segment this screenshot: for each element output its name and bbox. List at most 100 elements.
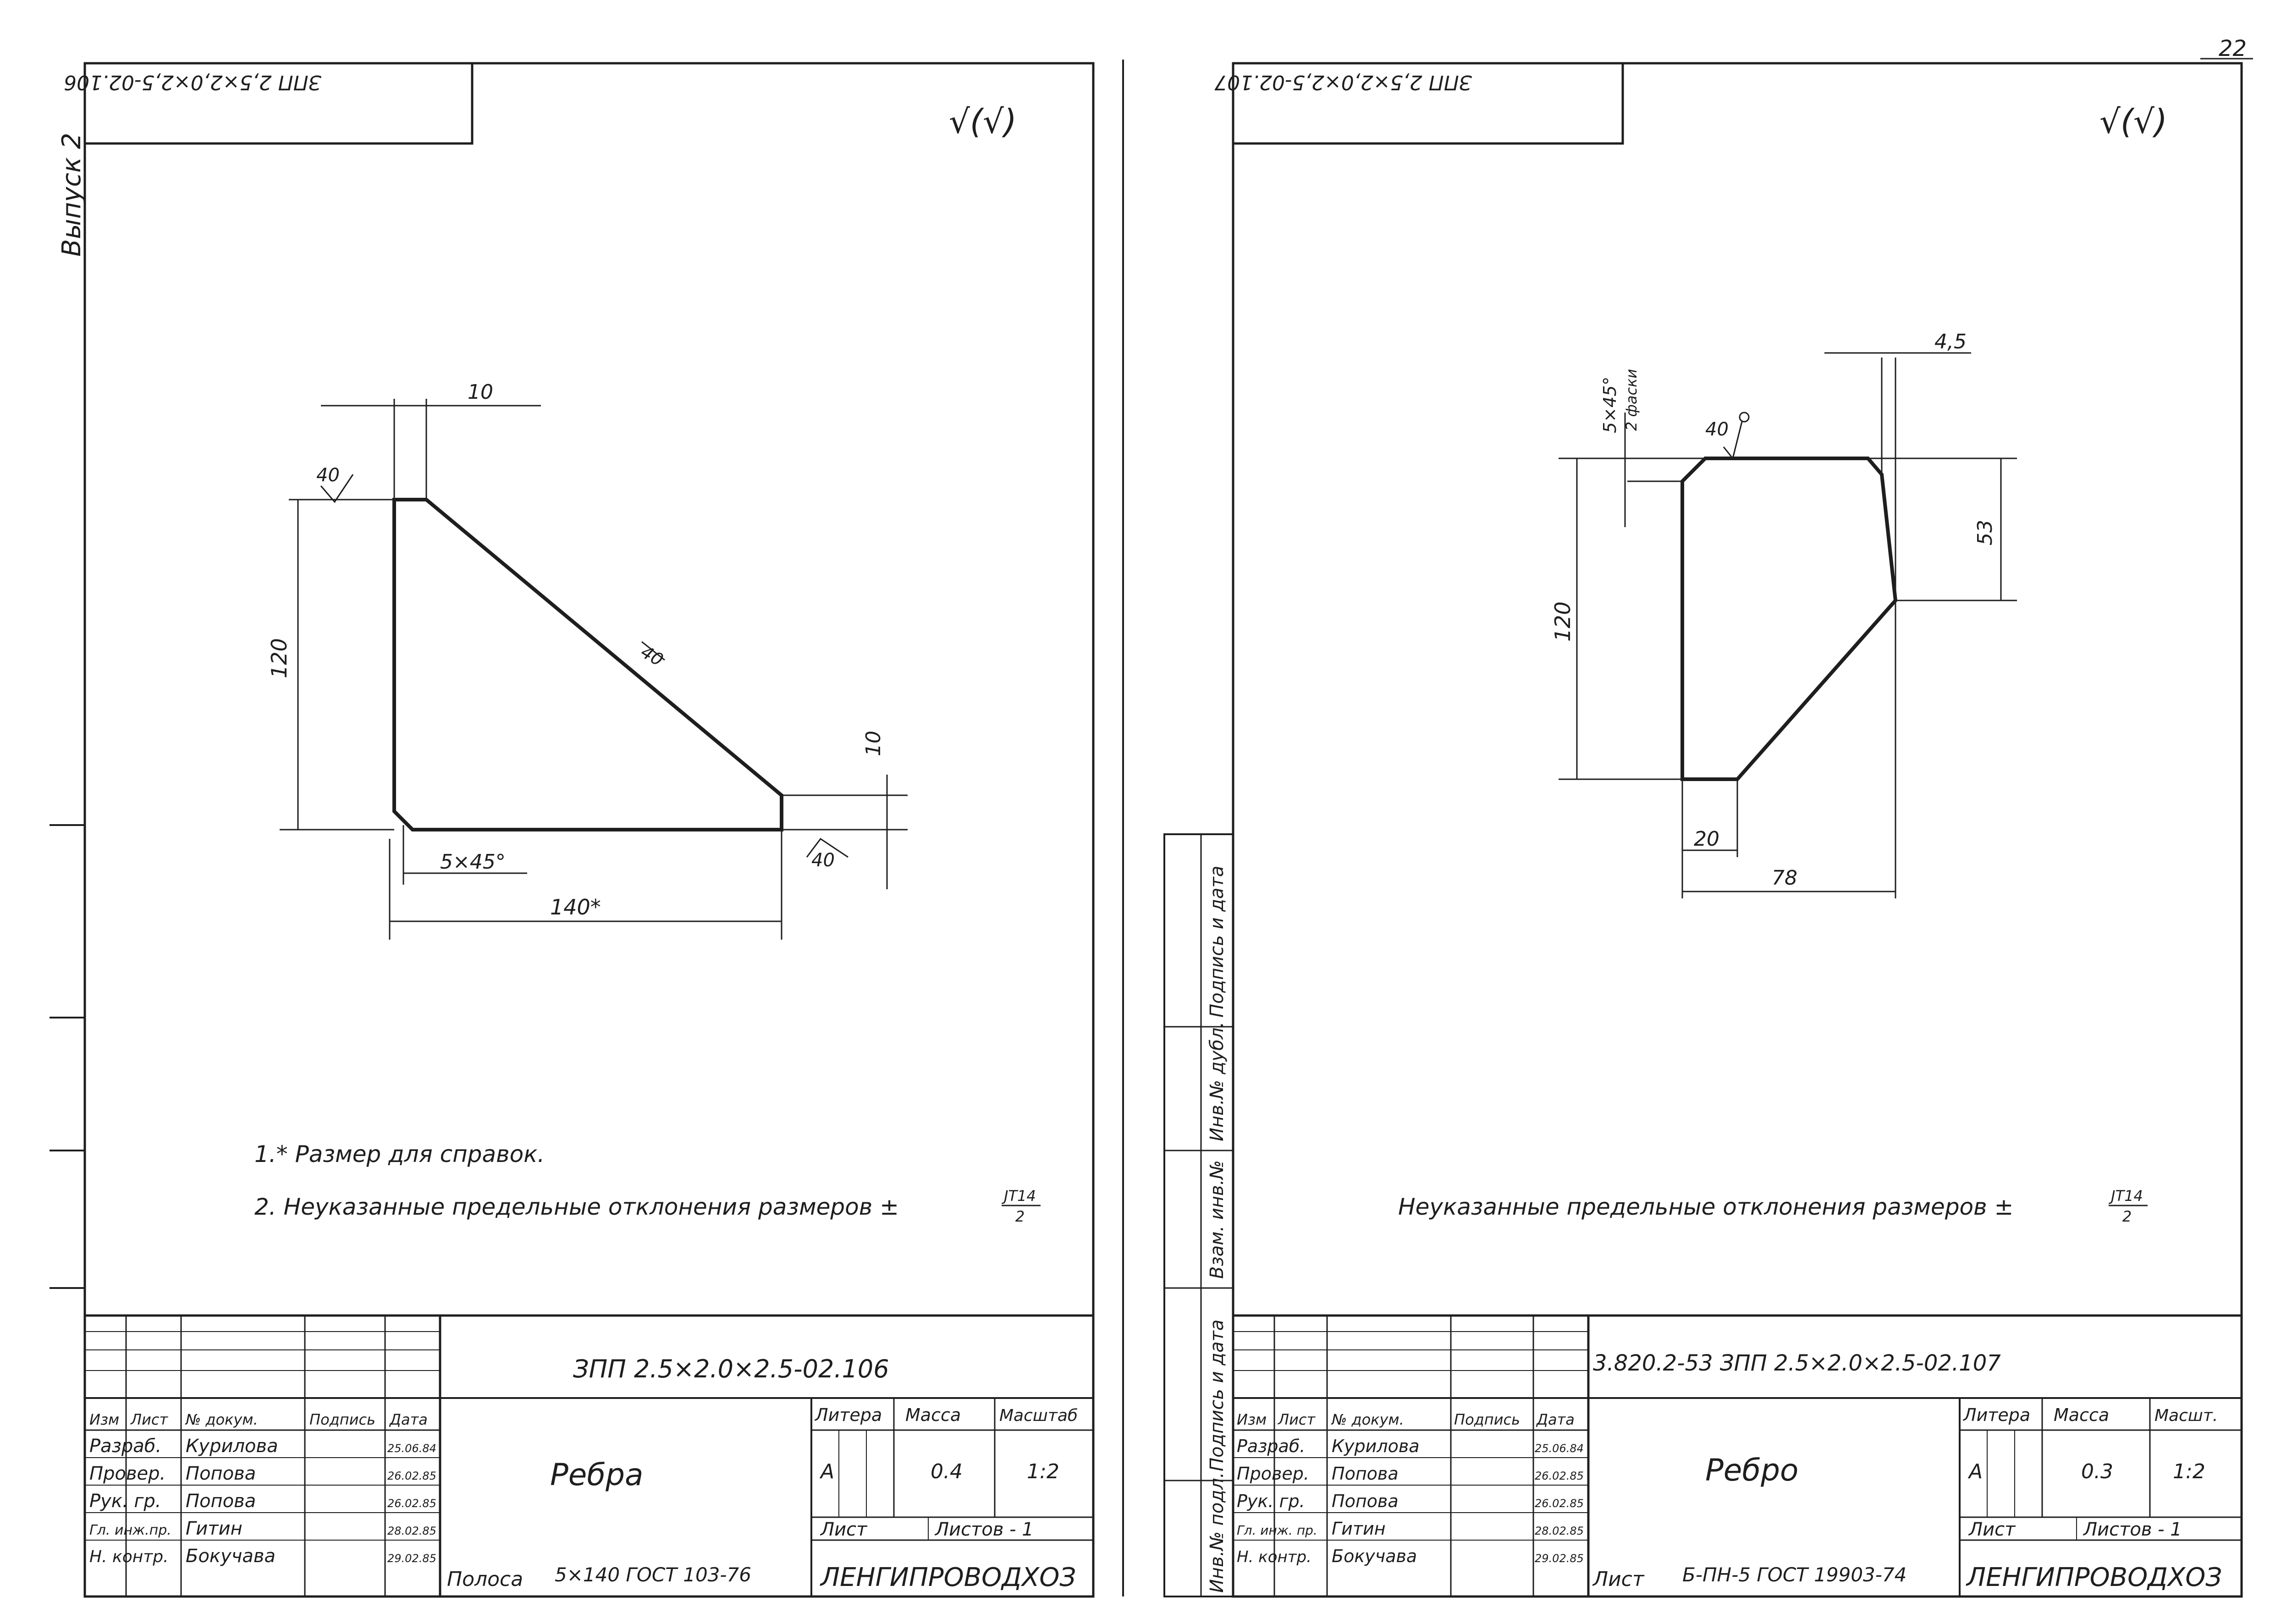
svg-text:А: А	[1967, 1460, 1983, 1483]
svg-text:0.3: 0.3	[2081, 1460, 2113, 1483]
svg-text:Лист: Лист	[130, 1411, 168, 1428]
svg-text:120: 120	[267, 638, 292, 678]
svg-text:4,5: 4,5	[1934, 330, 1967, 353]
svg-text:Дата: Дата	[1536, 1411, 1575, 1428]
svg-text:Курилова: Курилова	[1332, 1436, 1420, 1456]
svg-text:20: 20	[1694, 827, 1719, 851]
svg-text:140*: 140*	[550, 895, 601, 919]
svg-text:Попова: Попова	[186, 1491, 256, 1512]
svg-text:Изм: Изм	[1237, 1411, 1267, 1428]
svg-text:ЛЕНГИПРОВОДХОЗ: ЛЕНГИПРОВОДХОЗ	[820, 1563, 1076, 1592]
right-note: Неуказанные предельные отклонения размер…	[1398, 1194, 2013, 1220]
svg-text:А: А	[819, 1460, 834, 1483]
svg-text:Масштаб: Масштаб	[999, 1406, 1078, 1425]
svg-text:Лист: Лист	[1278, 1411, 1316, 1428]
svg-text:Масшт.: Масшт.	[2154, 1406, 2218, 1425]
svg-text:Листов - 1: Листов - 1	[2083, 1519, 2182, 1540]
svg-text:28.02.85: 28.02.85	[387, 1525, 436, 1537]
svg-text:10: 10	[468, 380, 493, 404]
left-sheet-frame	[83, 62, 1095, 1598]
right-dim-bottom: 20	[1681, 779, 1738, 898]
svg-text:78: 78	[1772, 866, 1797, 890]
svg-text:10: 10	[862, 731, 885, 756]
svg-text:Инв.№ подл.: Инв.№ подл.	[1207, 1472, 1228, 1593]
left-dim-height: 120	[267, 499, 394, 831]
left-sheet: ЗПП 2,5×2,0×2,5-02.106 √(√) 10 120 10	[64, 62, 1095, 1598]
svg-text:40: 40	[811, 850, 835, 871]
svg-text:0.4: 0.4	[931, 1460, 963, 1483]
svg-text:Рук. гр.: Рук. гр.	[89, 1491, 161, 1512]
svg-text:5×45°: 5×45°	[440, 850, 506, 874]
svg-text:Лист: Лист	[1592, 1568, 1645, 1591]
right-top-code: ЗПП 2,5×2,0×2,5-02.107	[1214, 71, 1472, 94]
svg-text:25.06.84: 25.06.84	[1535, 1442, 1584, 1455]
right-surface-mark: √(√)	[2099, 102, 2167, 141]
svg-text:Попова: Попова	[1332, 1464, 1399, 1484]
svg-text:Подпись и дата: Подпись и дата	[1207, 866, 1228, 1018]
left-note-2-tolerance: JT14	[1001, 1187, 1036, 1205]
svg-text:Листов - 1: Листов - 1	[934, 1519, 1034, 1540]
svg-text:29.02.85: 29.02.85	[387, 1552, 436, 1565]
svg-text:Б-ПН-5 ГОСТ 19903-74: Б-ПН-5 ГОСТ 19903-74	[1682, 1563, 1906, 1586]
svg-text:Лист: Лист	[820, 1519, 868, 1540]
left-tb-code: ЗПП 2.5×2.0×2.5-02.106	[573, 1354, 889, 1383]
right-roughness-mark: 40	[1705, 412, 1750, 460]
left-tb-name: Ребра	[550, 1457, 643, 1492]
svg-text:5×140 ГОСТ 103-76: 5×140 ГОСТ 103-76	[555, 1563, 751, 1586]
svg-text:Попова: Попова	[186, 1463, 256, 1484]
svg-text:Провер.: Провер.	[89, 1463, 165, 1484]
svg-text:№ докум.: № докум.	[1331, 1411, 1404, 1428]
left-surface-mark: √(√)	[949, 102, 1017, 141]
right-dim-top: 4,5	[1824, 330, 1971, 600]
left-top-code: ЗПП 2,5×2,0×2,5-02.106	[64, 71, 321, 94]
left-part-outline	[392, 498, 783, 831]
right-top-code-box	[1232, 62, 1624, 145]
svg-text:26.02.85: 26.02.85	[387, 1497, 436, 1510]
left-top-code-box	[83, 62, 474, 145]
svg-text:1:2: 1:2	[1027, 1460, 1059, 1483]
svg-text:Лист: Лист	[1968, 1519, 2016, 1540]
left-dim-top: 10	[321, 380, 541, 500]
left-note-2-denominator: 2	[1015, 1208, 1025, 1225]
svg-text:Н. контр.: Н. контр.	[1237, 1548, 1311, 1566]
svg-text:Бокучава: Бокучава	[1332, 1546, 1417, 1566]
svg-text:Провер.: Провер.	[1237, 1464, 1309, 1484]
svg-text:Гитин: Гитин	[1332, 1519, 1386, 1539]
svg-text:25.06.84: 25.06.84	[387, 1442, 436, 1455]
right-tb-code: 3.820.2-53 ЗПП 2.5×2.0×2.5-02.107	[1593, 1350, 2001, 1376]
svg-text:Масса: Масса	[905, 1405, 961, 1425]
svg-text:Полоса: Полоса	[447, 1568, 523, 1591]
right-dim-right: 53	[1868, 457, 2017, 601]
right-dim-width: 78	[1682, 600, 1896, 898]
left-note-1: 1.* Размер для справок.	[254, 1141, 545, 1167]
svg-text:1:2: 1:2	[2173, 1460, 2205, 1483]
svg-text:26.02.85: 26.02.85	[1535, 1497, 1584, 1510]
binding-marks	[50, 824, 85, 1289]
right-title-block: 3.820.2-53 ЗПП 2.5×2.0×2.5-02.107 Ребро …	[1233, 1314, 2242, 1596]
svg-text:120: 120	[1550, 601, 1575, 642]
svg-text:Гл. инж. пр.: Гл. инж. пр.	[1237, 1523, 1317, 1538]
svg-text:Дата: Дата	[389, 1411, 428, 1428]
svg-text:28.02.85: 28.02.85	[1535, 1525, 1584, 1537]
right-tb-name: Ребро	[1705, 1453, 1798, 1488]
svg-text:Бокучава: Бокучава	[186, 1546, 275, 1567]
right-note-denominator: 2	[2122, 1208, 2132, 1225]
svg-text:40: 40	[638, 642, 667, 670]
svg-text:Гл. инж.пр.: Гл. инж.пр.	[89, 1522, 171, 1538]
svg-text:Литера: Литера	[1962, 1405, 2030, 1425]
svg-text:Н. контр.: Н. контр.	[89, 1547, 169, 1566]
svg-text:2 фаски: 2 фаски	[1623, 369, 1640, 431]
svg-text:26.02.85: 26.02.85	[1535, 1470, 1584, 1482]
svg-text:Масса: Масса	[2054, 1405, 2109, 1425]
right-part-outline	[1680, 457, 1898, 781]
svg-text:Изм: Изм	[89, 1411, 119, 1428]
left-title-block: ЗПП 2.5×2.0×2.5-02.106 Ребра Изм Лист № …	[85, 1314, 1093, 1596]
right-sheet: ЗПП 2,5×2,0×2,5-02.107 √(√) Подпись и да…	[1163, 62, 2243, 1598]
svg-text:29.02.85: 29.02.85	[1535, 1552, 1584, 1565]
svg-text:40: 40	[316, 465, 340, 486]
right-sheet-frame	[1232, 62, 2243, 1598]
left-dim-right: 10	[782, 731, 908, 889]
svg-text:40: 40	[1705, 419, 1729, 440]
right-dim-height: 120	[1550, 457, 1705, 780]
svg-text:26.02.85: 26.02.85	[387, 1470, 436, 1482]
